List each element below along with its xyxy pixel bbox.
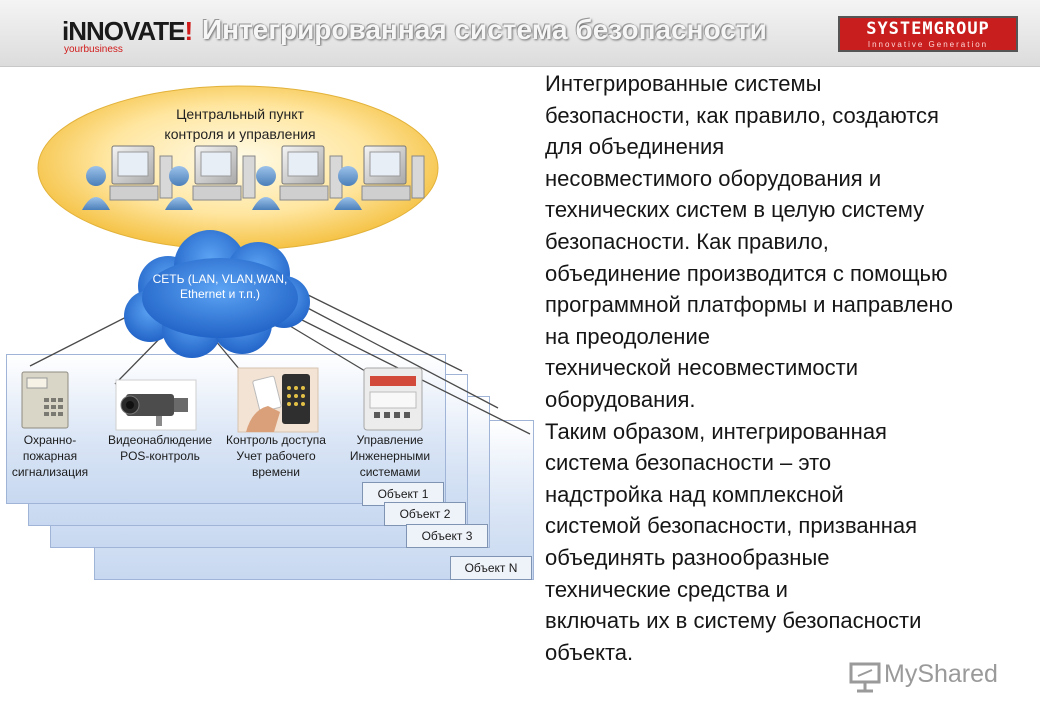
object-3-tag: Объект 3 — [406, 524, 488, 548]
text-line: оборудования. — [545, 386, 696, 412]
text-line: безопасности. Как правило, — [545, 228, 829, 254]
text-line: технические средства и — [545, 576, 788, 602]
systemgroup-logo-tagline: Innovative Generation — [867, 40, 989, 49]
systemgroup-logo-name: SYSTEMGROUP — [866, 19, 990, 39]
innovate-logo: iNNOVATE! — [62, 16, 193, 46]
text-line: надстройка над комплексной — [545, 481, 844, 507]
device-label-alarm: Охранно- пожарная сигнализация — [11, 433, 89, 479]
text-line: объединение производится с помощью — [545, 260, 948, 286]
device-label-engineering: Управление Инженерными системами — [349, 433, 431, 479]
link-cloud-object-3 — [299, 303, 499, 409]
diagram-graphics — [21, 85, 531, 435]
myshared-watermark[interactable]: MyShared — [846, 656, 1016, 696]
text-line: программной платформы и направлено — [545, 292, 953, 318]
workstation-icon — [334, 145, 425, 210]
alarm-panel-icon — [21, 371, 69, 429]
text-line: система безопасности – это — [545, 450, 832, 476]
object-n-tag: Объект N — [450, 556, 532, 580]
text-line: технических систем в целую систему — [545, 197, 925, 223]
workstation-icon — [82, 145, 173, 210]
workstation-icon — [165, 145, 256, 210]
network-cloud-label: СЕТЬ (LAN, VLAN,WAN, Ethernet и т.п.) — [152, 272, 288, 301]
slide-title: Интегрированная система безопасности — [202, 14, 767, 45]
text-line: для объединения — [545, 134, 725, 160]
security-system-diagram: Объект 1 Объект 2 Объект 3 Объект N — [0, 66, 545, 720]
presentation-board-icon — [849, 662, 881, 693]
text-line: несовместимого оборудования и — [545, 165, 882, 191]
network-cloud — [124, 230, 310, 358]
text-line: Таким образом, интегрированная — [545, 418, 887, 444]
text-line: объединять разнообразные — [545, 544, 830, 570]
workstation-icon — [252, 145, 343, 210]
text-line: включать их в систему безопасности — [545, 608, 922, 634]
object-2-tag: Объект 2 — [384, 502, 466, 526]
control-center-label: Центральный пункт контроля и управления — [164, 106, 316, 142]
slide-header: iNNOVATE! yourbusiness Интегрированная с… — [0, 0, 1040, 67]
cctv-camera-icon — [115, 379, 197, 431]
link-cloud-alarm — [29, 309, 141, 367]
controller-icon — [363, 367, 423, 431]
text-line: на преодоление — [545, 323, 710, 349]
text-line: системой безопасности, призванная — [545, 513, 918, 539]
workstations — [82, 145, 425, 210]
text-line: технической несовместимости — [545, 355, 858, 381]
watermark-text: MyShared — [884, 660, 998, 688]
device-label-access: Контроль доступа Учет рабочего времени — [226, 433, 326, 479]
link-cloud-object-2 — [299, 290, 463, 372]
device-label-video: Видеонаблюдение POS-контроль — [107, 433, 213, 463]
access-card-icon — [237, 367, 319, 433]
innovate-logo-subtitle: yourbusiness — [64, 44, 123, 55]
text-line: объекта. — [545, 639, 634, 665]
text-line: Интегрированные системы — [545, 71, 822, 96]
description-text: Интегрированные системы безопасности, ка… — [545, 68, 1040, 668]
text-line: безопасности, как правило, создаются — [545, 102, 939, 128]
systemgroup-logo: SYSTEMGROUP Innovative Generation — [838, 16, 1018, 52]
